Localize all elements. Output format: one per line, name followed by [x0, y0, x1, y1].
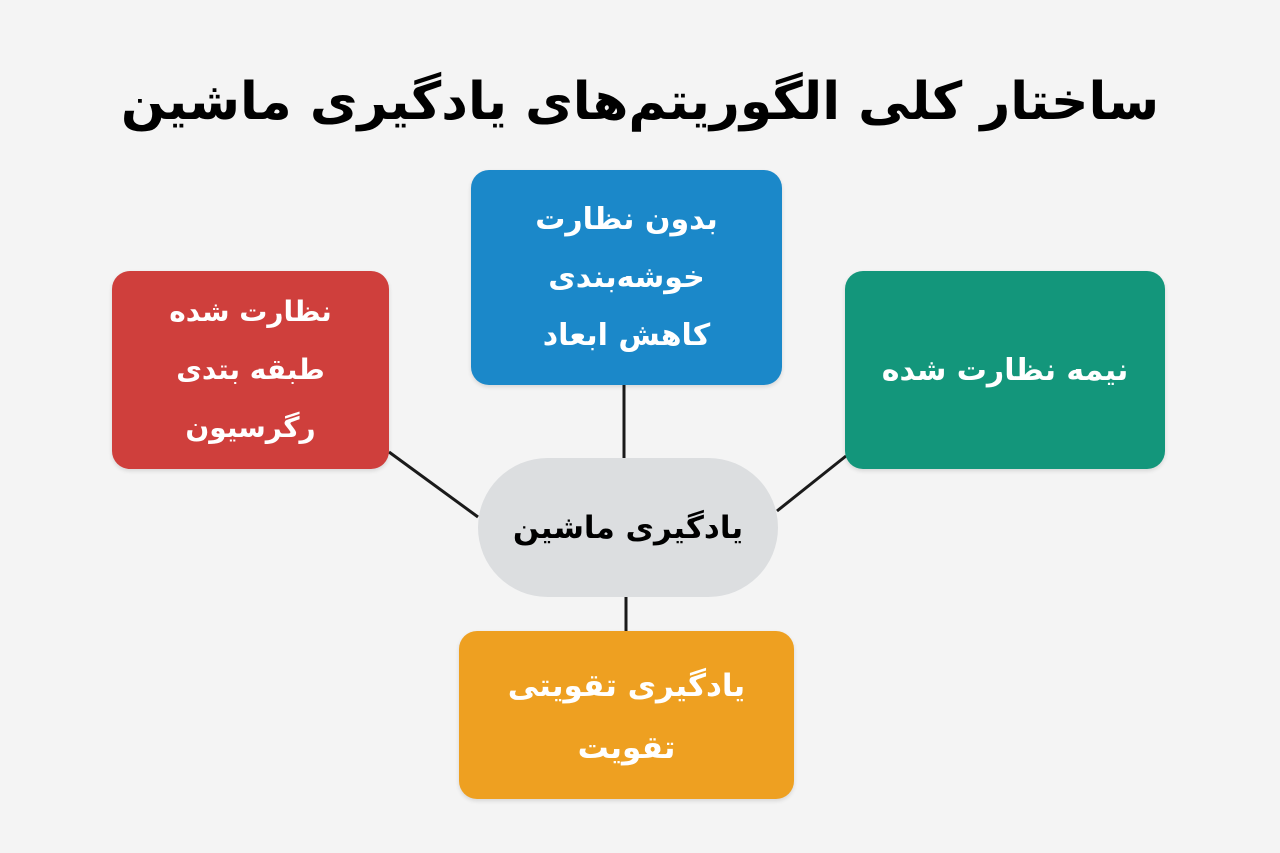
diagram-title: ساختار کلی الگوریتم‌های یادگیری ماشین: [120, 72, 1160, 132]
node-unsupervised-line-1: بدون نظارت: [535, 201, 718, 237]
connector-supervised: [388, 450, 479, 519]
node-unsupervised: بدون نظارت خوشه‌بندی کاهش ابعاد: [471, 170, 782, 385]
node-reinforcement-line-2: تقویت: [577, 730, 676, 766]
node-unsupervised-line-3: کاهش ابعاد: [542, 317, 711, 353]
node-center-label: یادگیری ماشین: [512, 509, 744, 546]
node-semi-supervised-line-1: نیمه نظارت شده: [881, 352, 1129, 388]
node-unsupervised-line-2: خوشه‌بندی: [548, 259, 705, 295]
node-supervised-line-3: رگرسیون: [185, 411, 316, 444]
connector-semi-supervised: [776, 454, 847, 513]
node-reinforcement-line-1: یادگیری تقویتی: [507, 668, 746, 704]
node-supervised-line-2: طبقه بتدی: [176, 353, 325, 386]
node-semi-supervised: نیمه نظارت شده: [845, 271, 1165, 469]
node-reinforcement: یادگیری تقویتی تقویت: [459, 631, 794, 799]
node-center-machine-learning: یادگیری ماشین: [478, 458, 778, 597]
node-supervised: نظارت شده طبقه بتدی رگرسیون: [112, 271, 389, 469]
node-supervised-line-1: نظارت شده: [169, 295, 332, 328]
